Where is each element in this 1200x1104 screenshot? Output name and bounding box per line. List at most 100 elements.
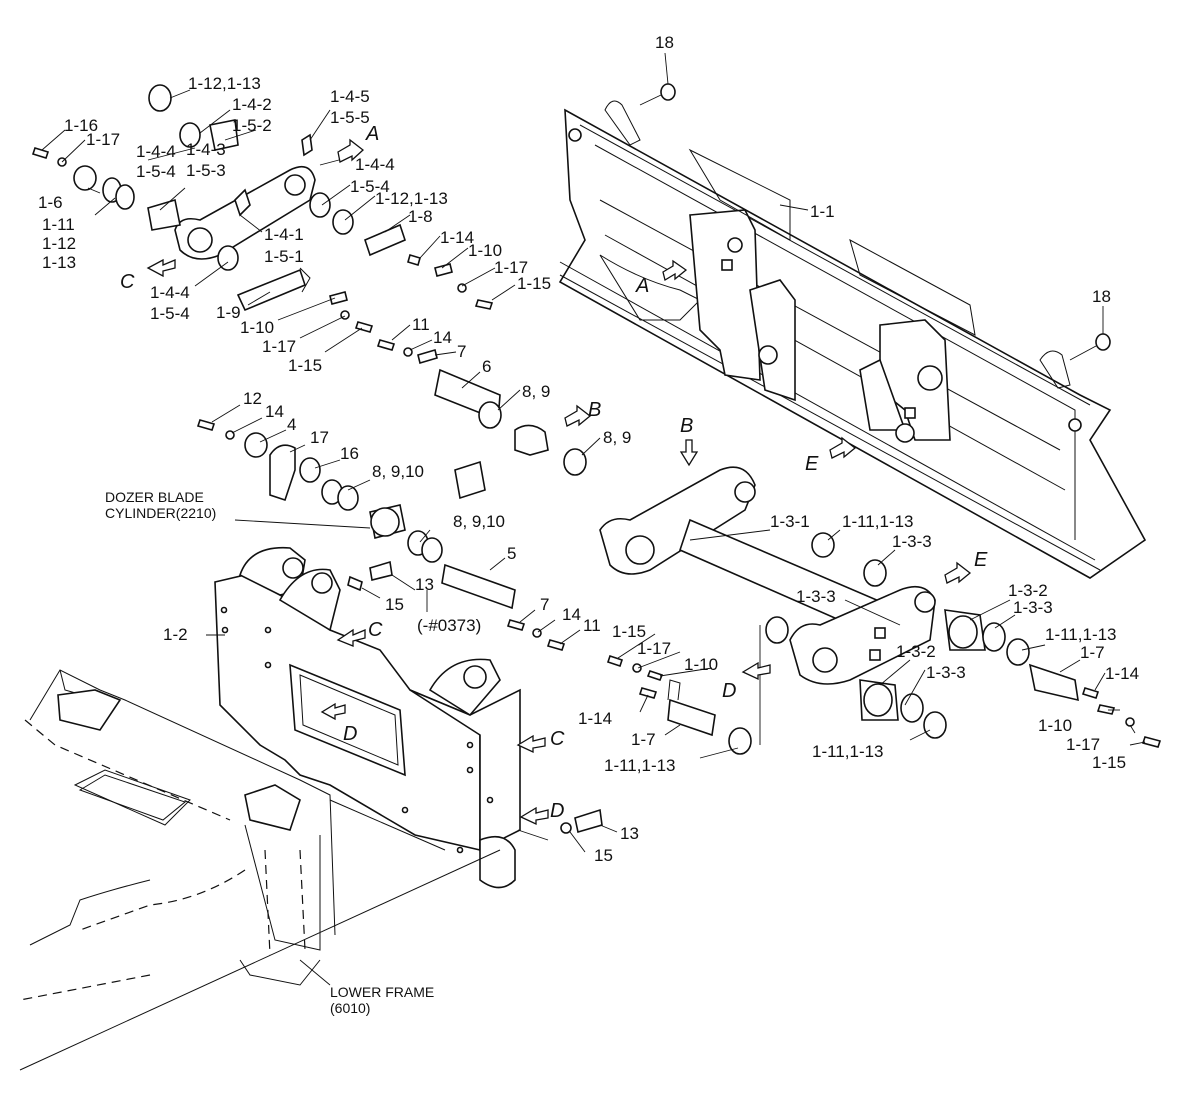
small-fasteners [31, 147, 1162, 834]
label-12: 12 [243, 389, 262, 408]
label-1-4-3: 1-4-3 [186, 140, 226, 159]
view-marker-b-pin: B [588, 399, 601, 421]
label-16: 16 [340, 444, 359, 463]
label-1-13: 1-13 [42, 253, 76, 272]
label-1-10-a: 1-10 [468, 241, 502, 260]
label-1-3-3-c: 1-3-3 [1013, 598, 1053, 617]
label-1-4-5: 1-4-5 [330, 87, 370, 106]
bolt-18-right [1069, 333, 1111, 361]
label-1-7-b: 1-7 [631, 730, 656, 749]
label-1-4-2: 1-4-2 [232, 95, 272, 114]
label-1-15-c: 1-15 [612, 622, 646, 641]
view-marker-d-frame: D [343, 723, 357, 745]
lower-frame [19, 669, 501, 1071]
label-1-10-d: 1-10 [1038, 716, 1072, 735]
label-8-9-a: 8, 9 [522, 382, 550, 401]
label-1-12: 1-12 [42, 234, 76, 253]
label-8-9-b: 8, 9 [603, 428, 631, 447]
view-marker-c-arm: C [120, 271, 135, 293]
label-1-4-4-c: 1-4-4 [150, 283, 190, 302]
label-1-14-b: 1-14 [1105, 664, 1139, 683]
label-1-4-4-a: 1-4-4 [136, 142, 176, 161]
label-1-17-a: 1-17 [86, 130, 120, 149]
view-marker-a-blade: A [635, 275, 649, 297]
bushings-center [667, 532, 1079, 755]
label-17: 17 [310, 428, 329, 447]
label-4: 4 [287, 415, 296, 434]
view-marker-d-bottom: D [550, 800, 564, 822]
view-marker-b-link: B [680, 415, 693, 437]
leader-lines [41, 52, 1146, 986]
label-1-3-2-a: 1-3-2 [1008, 581, 1048, 600]
label-14-b: 14 [265, 402, 284, 421]
label-14-a: 14 [433, 328, 452, 347]
label-1-3-3-d: 1-3-3 [926, 663, 966, 682]
label-11-a: 11 [412, 315, 430, 334]
label-1-11: 1-11 [42, 215, 75, 234]
label-1-5-3: 1-5-3 [186, 161, 226, 180]
label-1-4-1: 1-4-1 [264, 225, 304, 244]
label-1-9: 1-9 [216, 303, 241, 322]
main-frame [214, 546, 521, 889]
label-1-8: 1-8 [408, 207, 433, 226]
label-1-3-2-b: 1-3-2 [896, 642, 936, 661]
view-arrows [146, 138, 972, 826]
label-7-a: 7 [457, 342, 466, 361]
label-1-3-1: 1-3-1 [770, 512, 810, 531]
label-1-16: 1-16 [64, 116, 98, 135]
view-marker-a-top: A [365, 123, 379, 145]
label-1-17-e: 1-17 [1066, 735, 1100, 754]
dozer-blade [558, 100, 1147, 579]
label-1-14-c: 1-14 [578, 709, 612, 728]
label-1-15-b: 1-15 [288, 356, 322, 375]
label-13-a: 13 [415, 575, 434, 594]
label-1-10-b: 1-10 [240, 318, 274, 337]
label-1-15-d: 1-15 [1092, 753, 1126, 772]
labels: 18 18 1-1 1-2 1-12,1-13 1-4-2 1-5-2 1-4-… [38, 33, 1139, 1016]
label-1-12-1-13-b: 1-12,1-13 [375, 189, 448, 208]
label-1-5-5: 1-5-5 [330, 108, 370, 127]
label-13-b: 13 [620, 824, 639, 843]
label-1-14-a: 1-14 [440, 228, 474, 247]
label-1-4-4-b: 1-4-4 [355, 155, 395, 174]
label-1-5-4-a: 1-5-4 [136, 162, 176, 181]
label-7-b: 7 [540, 595, 549, 614]
label-dozer-blade-1: DOZER BLADE [105, 489, 204, 505]
view-marker-e-blade: E [805, 453, 819, 475]
label-5: 5 [507, 544, 516, 563]
label-1-6: 1-6 [38, 193, 63, 212]
label-15-d: 15 [594, 846, 613, 865]
label-6: 6 [482, 357, 491, 376]
left-top-arm [73, 84, 406, 312]
label-1-5-1: 1-5-1 [264, 247, 304, 266]
label-serial-range: (-#0373) [417, 616, 481, 635]
label-1-17-b: 1-17 [494, 258, 528, 277]
label-1-11-1-13-d: 1-11,1-13 [812, 742, 884, 761]
label-lower-frame-1: LOWER FRAME [330, 984, 434, 1000]
label-1-17-c: 1-17 [262, 337, 296, 356]
label-1-11-1-13-a: 1-11,1-13 [842, 512, 914, 531]
view-marker-c-frame: C [368, 619, 383, 641]
label-1-11-1-13-c: 1-11,1-13 [604, 756, 676, 775]
label-dozer-blade-2: CYLINDER(2210) [105, 505, 216, 521]
center-link [599, 466, 936, 685]
view-marker-e-link: E [974, 549, 988, 571]
label-1-3-3-b: 1-3-3 [796, 587, 836, 606]
label-11-b: 11 [583, 616, 601, 635]
label-1-11-1-13-b: 1-11,1-13 [1045, 625, 1117, 644]
label-1-3-3-a: 1-3-3 [892, 532, 932, 551]
label-18-top: 18 [655, 33, 674, 52]
label-8-9-10-a: 8, 9,10 [372, 462, 424, 481]
view-marker-d-link: D [722, 680, 736, 702]
label-1-5-2: 1-5-2 [232, 116, 272, 135]
label-1-1: 1-1 [810, 202, 835, 221]
label-18-right: 18 [1092, 287, 1111, 306]
label-1-15-a: 1-15 [517, 274, 551, 293]
label-lower-frame-2: (6010) [330, 1000, 370, 1016]
label-1-5-4-b: 1-5-4 [350, 177, 390, 196]
label-1-17-d: 1-17 [637, 639, 671, 658]
label-15-c: 15 [385, 595, 404, 614]
label-1-12-1-13-a: 1-12,1-13 [188, 74, 261, 93]
label-1-2: 1-2 [163, 625, 188, 644]
